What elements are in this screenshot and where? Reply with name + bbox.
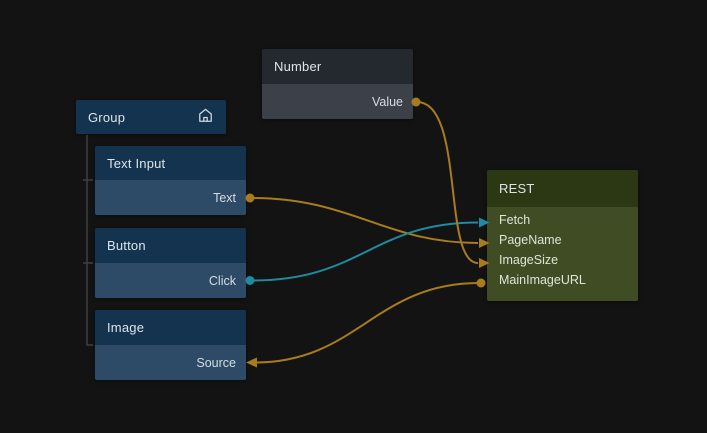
port-mainimageurl[interactable]: MainImageURL	[499, 273, 586, 287]
node-text-input[interactable]: Text Input Text	[95, 146, 246, 215]
connector-imagesize-input[interactable]	[479, 258, 490, 268]
node-group-title: Group	[88, 109, 126, 125]
port-imagesize[interactable]: ImageSize	[499, 253, 559, 267]
port-value[interactable]: Value	[262, 84, 413, 119]
port-source[interactable]: Source	[95, 345, 246, 380]
port-pagename[interactable]: PageName	[499, 233, 562, 247]
node-rest[interactable]: REST Fetch PageName ImageSize MainImageU…	[487, 170, 638, 301]
port-click[interactable]: Click	[95, 263, 246, 298]
node-text-input-title: Text Input	[95, 146, 246, 180]
connector-mainimageurl-output[interactable]	[476, 278, 486, 288]
connector-text-output[interactable]	[245, 193, 255, 203]
node-image[interactable]: Image Source	[95, 310, 246, 380]
port-text[interactable]: Text	[95, 180, 246, 215]
node-rest-title: REST	[487, 170, 638, 207]
node-group[interactable]: Group	[76, 100, 226, 134]
node-button[interactable]: Button Click	[95, 228, 246, 298]
node-number[interactable]: Number Value	[262, 49, 413, 119]
wire-mainimageurl-to-source[interactable]	[254, 282, 480, 364]
group-tree-line	[86, 135, 93, 346]
group-tree-ticks	[83, 179, 93, 264]
home-icon[interactable]	[197, 107, 214, 127]
connector-value-output[interactable]	[411, 97, 421, 107]
port-fetch[interactable]: Fetch	[499, 213, 531, 227]
connector-fetch-input[interactable]	[479, 217, 490, 228]
wire-click-to-fetch[interactable]	[251, 221, 479, 282]
wire-value-to-imagesize[interactable]	[416, 101, 479, 264]
wire-text-to-pagename[interactable]	[251, 197, 479, 244]
connector-pagename-input[interactable]	[479, 238, 490, 248]
connector-click-output[interactable]	[245, 276, 255, 285]
node-image-title: Image	[95, 310, 246, 345]
connector-source-input[interactable]	[246, 357, 257, 368]
node-number-title: Number	[262, 49, 413, 84]
node-button-title: Button	[95, 228, 246, 263]
